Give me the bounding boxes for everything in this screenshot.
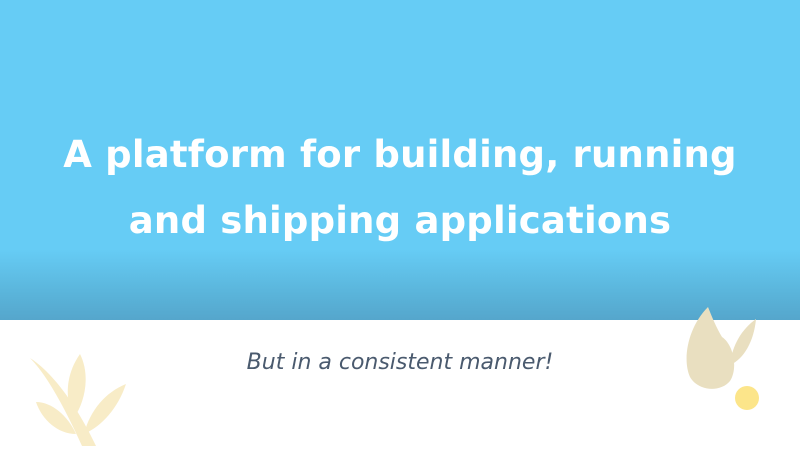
- headline: A platform for building, running and shi…: [0, 122, 800, 254]
- header-banner: [0, 0, 800, 320]
- leaf-sprig-icon: [30, 354, 126, 446]
- headline-line-2: and shipping applications: [128, 199, 672, 242]
- tulip-leaf-icon: [686, 307, 756, 389]
- headline-line-1: A platform for building, running: [63, 133, 737, 176]
- subtitle: But in a consistent manner!: [246, 350, 554, 375]
- yellow-dot-icon: [735, 386, 759, 410]
